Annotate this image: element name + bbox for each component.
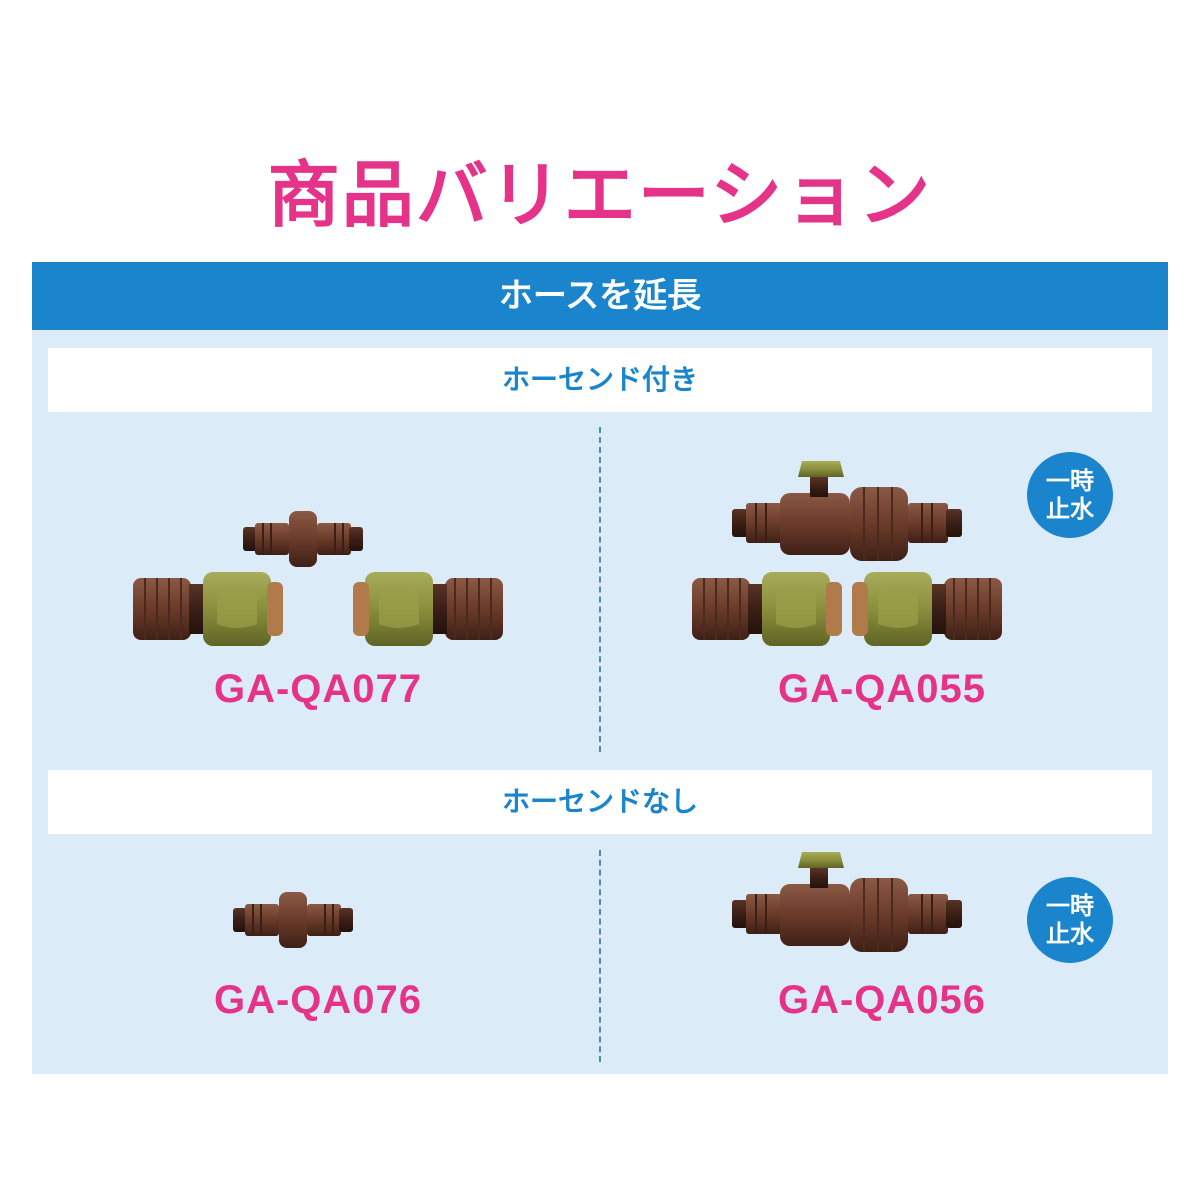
column-divider: [599, 427, 601, 752]
group-header-without-hose-end: ホーセンドなし: [48, 770, 1152, 834]
product-image-ga-qa076: [232, 891, 354, 949]
product-code: GA-QA056: [777, 978, 987, 1022]
badge-line: 止水: [1046, 920, 1094, 948]
product-code: GA-QA076: [213, 978, 423, 1022]
temporary-stop-badge: 一時 止水: [1027, 877, 1113, 963]
product-card-ga-qa055[interactable]: GA-QA055: [612, 427, 1152, 752]
badge-line: 止水: [1046, 495, 1094, 523]
product-image-ga-qa077: [132, 510, 504, 647]
badge-line: 一時: [1046, 892, 1094, 920]
variation-panel: ホースを延長 ホーセンド付き GA-QA077 GA-QA055 一時 止水 ホ…: [32, 262, 1168, 1074]
temporary-stop-badge: 一時 止水: [1027, 452, 1113, 538]
group-header-with-hose-end: ホーセンド付き: [48, 348, 1152, 412]
column-divider: [599, 850, 601, 1062]
product-card-ga-qa056[interactable]: GA-QA056: [612, 850, 1152, 1062]
product-code: GA-QA077: [213, 667, 423, 711]
page-title: 商品バリエーション: [267, 153, 933, 237]
product-card-ga-qa077[interactable]: GA-QA077: [48, 427, 588, 752]
badge-line: 一時: [1046, 467, 1094, 495]
product-card-ga-qa076[interactable]: GA-QA076: [48, 850, 588, 1062]
section-header: ホースを延長: [32, 262, 1168, 330]
product-code: GA-QA055: [777, 667, 987, 711]
